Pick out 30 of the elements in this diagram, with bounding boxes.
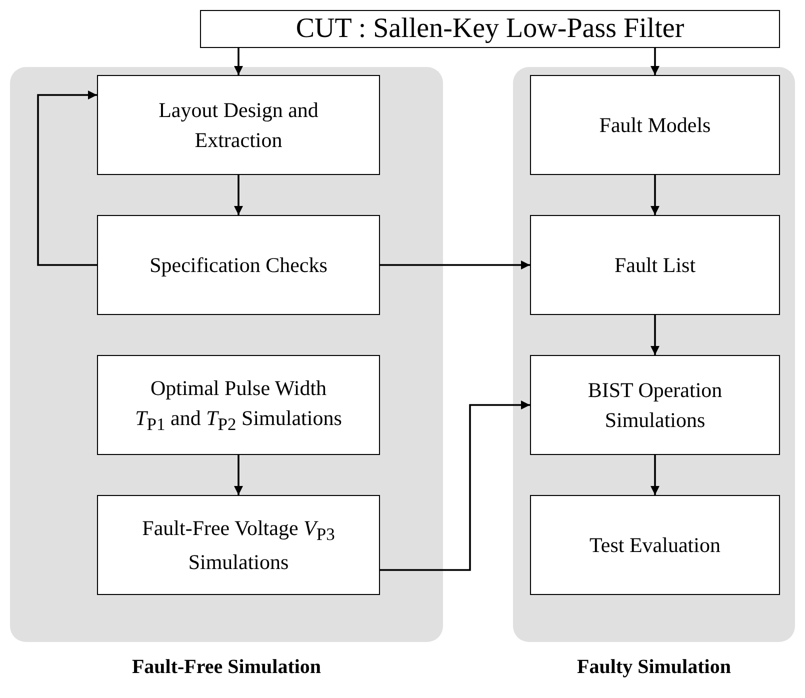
arrow bbox=[380, 260, 530, 270]
process-box bbox=[530, 75, 780, 175]
process-box bbox=[97, 75, 380, 175]
box-label: Layout Design and Extraction bbox=[158, 96, 320, 154]
arrow bbox=[650, 315, 660, 355]
box-label: Optimal Pulse Width T$_{P1}$ and T$_{P2}$ Simulations bbox=[134, 374, 343, 436]
arrow bbox=[234, 48, 243, 75]
process-box bbox=[97, 355, 380, 455]
box-label: Specification Checks bbox=[150, 252, 328, 279]
group-title: Faulty Simulation bbox=[576, 656, 732, 679]
process-box bbox=[530, 495, 780, 595]
arrow bbox=[650, 48, 660, 75]
box-label: BIST Operation Simulations bbox=[586, 376, 724, 434]
arrow bbox=[650, 175, 660, 215]
arrow bbox=[234, 175, 243, 215]
box-label: Fault List bbox=[614, 252, 696, 279]
box-label: Test Evaluation bbox=[590, 532, 720, 559]
process-box bbox=[530, 215, 780, 315]
process-box bbox=[97, 215, 380, 315]
group-title: Fault-Free Simulation bbox=[130, 656, 322, 679]
process-box bbox=[97, 495, 380, 595]
box-label: Fault Models bbox=[599, 112, 711, 139]
process-box bbox=[200, 10, 780, 48]
box-label: CUT : Sallen-Key Low-Pass Filter bbox=[296, 12, 684, 46]
arrow bbox=[37, 90, 97, 266]
arrow bbox=[380, 400, 530, 571]
process-box bbox=[530, 355, 780, 455]
arrow bbox=[234, 455, 243, 495]
box-label: Fault-Free Voltage V$_{P3}$ Simulations bbox=[141, 514, 336, 576]
arrow bbox=[650, 455, 660, 495]
